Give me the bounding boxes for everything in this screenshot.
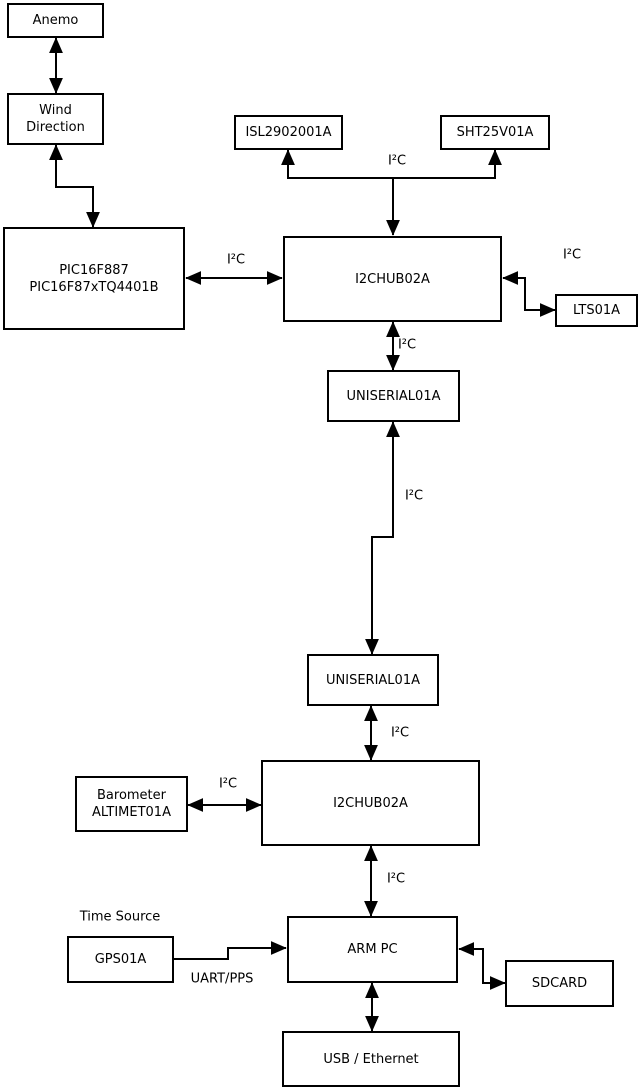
label-i2c-hub2-armpc: I²C: [386, 871, 406, 887]
node-barometer-altimet01a: Barometer ALTIMET01A: [75, 776, 188, 832]
label-i2c-pic-hub: I²C: [226, 252, 246, 268]
label-i2c-barometer-hub2: I²C: [218, 776, 238, 792]
node-usb-ethernet: USB / Ethernet: [282, 1031, 460, 1087]
edge-hub-lts: [502, 271, 556, 317]
node-sht25v01a: SHT25V01A: [440, 115, 550, 150]
label-i2c-hub-uniserial: I²C: [397, 337, 417, 353]
node-i2chub02a-lower: I2CHUB02A: [261, 760, 480, 846]
node-arm-pc: ARM PC: [287, 916, 458, 983]
node-isl2902001a: ISL2902001A: [234, 115, 343, 150]
node-wind-direction: Wind Direction: [7, 93, 104, 145]
node-lts01a: LTS01A: [555, 294, 638, 327]
label-time-source: Time Source: [79, 909, 161, 925]
node-uniserial01a-upper: UNISERIAL01A: [327, 370, 460, 422]
edge-gps-armpc: [174, 941, 287, 960]
node-anemo: Anemo: [7, 3, 104, 38]
label-uart-pps: UART/PPS: [190, 971, 254, 987]
node-i2chub02a-upper: I2CHUB02A: [283, 236, 502, 322]
node-uniserial01a-lower: UNISERIAL01A: [307, 654, 439, 706]
node-gps01a: GPS01A: [67, 936, 174, 983]
edge-wind-pic: [49, 144, 100, 228]
label-i2c-uniserial-link: I²C: [404, 488, 424, 504]
node-sdcard: SDCARD: [505, 960, 614, 1007]
label-i2c-sensor-bus: I²C: [387, 153, 407, 169]
edge-uniserial-uniserial: [365, 421, 400, 655]
label-i2c-hub-lts: I²C: [562, 247, 582, 263]
edge-armpc-sdcard: [458, 942, 506, 990]
node-pic16f887: PIC16F887 PIC16F87xTQ4401B: [3, 227, 185, 330]
label-i2c-uniserial-hub2: I²C: [390, 725, 410, 741]
